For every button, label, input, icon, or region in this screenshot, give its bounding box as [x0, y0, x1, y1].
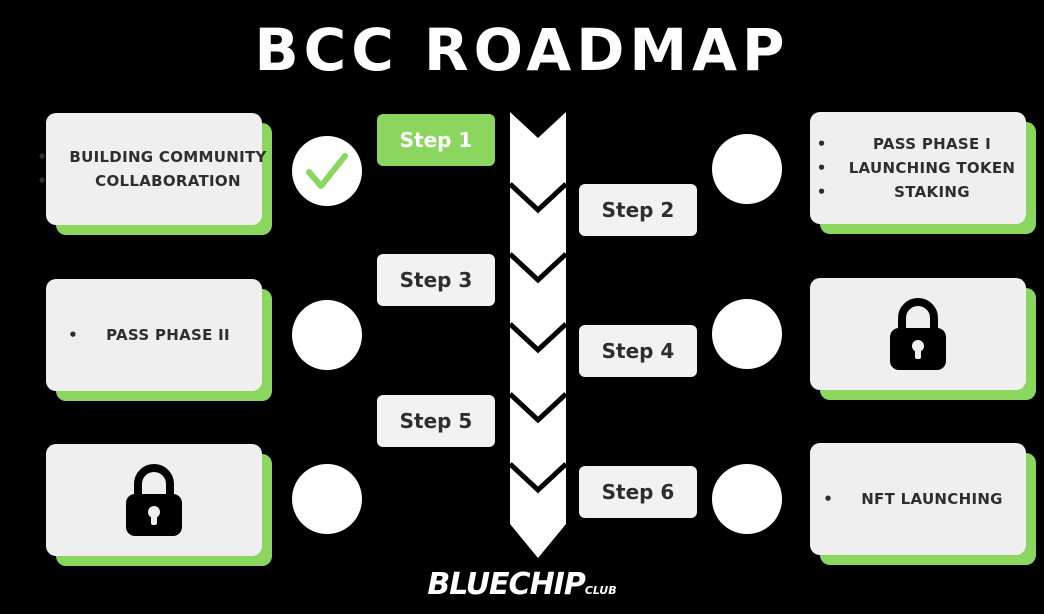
step-label-3: Step 3 [377, 254, 495, 306]
brand-suffix: CLUB [584, 584, 617, 597]
list-item: COLLABORATION [37, 169, 266, 193]
list-item: PASS PHASE II [68, 323, 230, 347]
chevron-arrow-icon [510, 112, 566, 558]
step-label-1: Step 1 [377, 114, 495, 166]
list-item: STAKING [817, 180, 1016, 204]
step-3-card: PASS PHASE II [46, 279, 272, 401]
step-label-5: Step 5 [377, 395, 495, 447]
step-2-list: PASS PHASE I LAUNCHING TOKEN STAKING [817, 132, 1016, 204]
step-1-card: BUILDING COMMUNITY COLLABORATION [37, 113, 272, 235]
step-4-card [810, 278, 1036, 400]
status-circle-step-5 [292, 464, 362, 534]
list-item: LAUNCHING TOKEN [817, 156, 1016, 180]
list-item: BUILDING COMMUNITY [37, 145, 266, 169]
roadmap-title: BCC ROADMAP [254, 16, 790, 84]
bluechip-club-logo: BLUECHIPCLUB [0, 567, 1044, 609]
list-item: NFT LAUNCHING [823, 487, 1003, 511]
status-circle-step-3 [292, 300, 362, 370]
step-label-2: Step 2 [579, 184, 697, 236]
status-circle-step-1 [292, 136, 362, 206]
padlock-icon [126, 464, 182, 536]
step-2-card: PASS PHASE I LAUNCHING TOKEN STAKING [810, 112, 1036, 234]
brand-main: BLUECHIP [427, 567, 585, 602]
list-item: PASS PHASE I [817, 132, 1016, 156]
status-circle-step-4 [712, 299, 782, 369]
step-label-6: Step 6 [579, 466, 697, 518]
step-label-4: Step 4 [579, 325, 697, 377]
step-5-card [46, 444, 272, 566]
checkmark-icon [306, 153, 348, 189]
padlock-icon [890, 298, 946, 370]
step-6-card: NFT LAUNCHING [810, 443, 1036, 565]
step-6-list: NFT LAUNCHING [823, 487, 1003, 511]
step-3-list: PASS PHASE II [68, 323, 230, 347]
status-circle-step-2 [712, 134, 782, 204]
status-circle-step-6 [712, 464, 782, 534]
step-1-list: BUILDING COMMUNITY COLLABORATION [37, 145, 266, 193]
